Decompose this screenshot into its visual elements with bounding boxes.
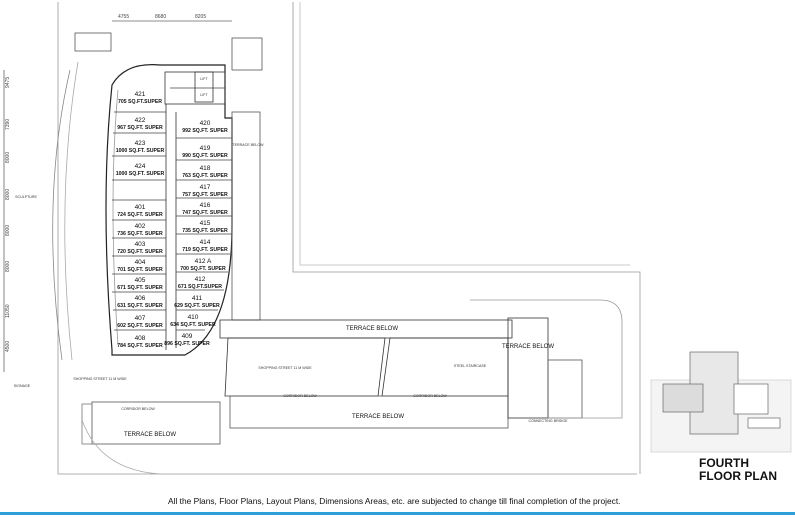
unit-area: 735 SQ.FT. SUPER	[182, 228, 228, 234]
corridor-below-label: CORRIDOR BELOW	[121, 407, 155, 411]
dimension-label: 8000	[5, 225, 11, 236]
unit-number: 417	[200, 184, 211, 191]
terrace-below-label: TERRACE BELOW	[352, 414, 404, 420]
lift-label: LIFT	[200, 93, 208, 97]
unit-area: 992 SQ.FT. SUPER	[182, 128, 228, 134]
unit-area: 784 SQ.FT. SUPER	[117, 343, 163, 349]
unit-number: 406	[135, 295, 146, 302]
dimension-label: 7390	[5, 119, 11, 130]
unit-number: 414	[200, 239, 211, 246]
key-plan	[650, 351, 792, 453]
shopping-street-label: SHOPPING STREET 11 M WIDE	[73, 377, 127, 381]
bottom-rule	[0, 512, 795, 515]
unit-number: 424	[135, 163, 146, 170]
plan-title-line: FLOOR PLAN	[699, 469, 777, 483]
unit-number: 411	[192, 295, 203, 302]
unit-number: 409	[182, 333, 193, 340]
disclaimer-text: All the Plans, Floor Plans, Layout Plans…	[168, 496, 621, 506]
steel-staircase-label: STEEL STAIRCASE	[454, 364, 487, 368]
unit-number: 415	[200, 220, 211, 227]
unit-area: 671 SQ.FT. SUPER	[117, 285, 163, 291]
signage-label: SIGNAGE	[14, 384, 31, 388]
unit-area: 724 SQ.FT. SUPER	[117, 212, 163, 218]
unit-number: 404	[135, 259, 146, 266]
unit-area: 631 SQ.FT. SUPER	[117, 303, 163, 309]
plan-title: FOURTH FLOOR PLAN	[699, 457, 777, 483]
unit-number: 403	[135, 241, 146, 248]
unit-area: 1000 SQ.FT. SUPER	[116, 148, 165, 154]
unit-number: 410	[188, 314, 199, 321]
terrace-below-label: TERRACE BELOW	[124, 432, 176, 438]
dimension-label: 8000	[5, 261, 11, 272]
dimension-label: 8000	[5, 152, 11, 163]
unit-area: 967 SQ.FT. SUPER	[117, 125, 163, 131]
dimension-label: 4755	[118, 14, 129, 20]
corridor-below-label: CORRIDOR BELOW	[283, 394, 317, 398]
unit-number: 408	[135, 335, 146, 342]
unit-number: 422	[135, 117, 146, 124]
unit-area: 602 SQ.FT. SUPER	[117, 323, 163, 329]
unit-area: 634 SQ.FT. SUPER	[170, 322, 216, 328]
unit-number: 421	[135, 91, 146, 98]
unit-area: 701 SQ.FT. SUPER	[117, 267, 163, 273]
dimension-label: 11050	[5, 304, 11, 318]
unit-area: 990 SQ.FT. SUPER	[182, 153, 228, 159]
unit-area: 720 SQ.FT. SUPER	[117, 249, 163, 255]
dimension-label: 8000	[5, 189, 11, 200]
unit-number: 405	[135, 277, 146, 284]
unit-number: 412	[195, 276, 206, 283]
shopping-street-label: SHOPPING STREET 11 M WIDE	[258, 366, 312, 370]
unit-area: 700 SQ.FT. SUPER	[180, 266, 226, 272]
plan-title-line: FOURTH	[699, 456, 749, 470]
unit-area: 896 SQ.FT. SUPER	[164, 341, 210, 347]
unit-number: 402	[135, 223, 146, 230]
unit-area: 736 SQ.FT. SUPER	[117, 231, 163, 237]
unit-area: 629 SQ.FT. SUPER	[174, 303, 220, 309]
dimension-label: 9475	[5, 77, 11, 88]
unit-area: 757 SQ.FT. SUPER	[182, 192, 228, 198]
unit-area: 747 SQ.FT. SUPER	[182, 210, 228, 216]
unit-number: 412 A	[195, 258, 212, 265]
terrace-below-label: TERRACE BELOW	[232, 143, 264, 147]
unit-number: 418	[200, 165, 211, 172]
dimension-label: 8205	[195, 14, 206, 20]
unit-number: 419	[200, 145, 211, 152]
connecting-bridge-label: CONNECTING BRIDGE	[529, 419, 569, 423]
terrace-below-label: TERRACE BELOW	[502, 344, 554, 350]
terrace-below-label: TERRACE BELOW	[346, 326, 398, 332]
unit-area: 763 SQ.FT. SUPER	[182, 173, 228, 179]
unit-area: 1000 SQ.FT. SUPER	[116, 171, 165, 177]
corridor-below-label: CORRIDOR BELOW	[413, 394, 447, 398]
unit-number: 420	[200, 120, 211, 127]
unit-area: 705 SQ.FT.SUPER	[118, 99, 162, 105]
dimension-label: 4500	[5, 341, 11, 352]
unit-number: 401	[135, 204, 146, 211]
unit-number: 423	[135, 140, 146, 147]
sculpture-label: SCULPTURE	[15, 195, 37, 199]
unit-number: 407	[135, 315, 146, 322]
unit-area: 671 SQ.FT.SUPER	[178, 284, 222, 290]
unit-number: 416	[200, 202, 211, 209]
lift-label: LIFT	[200, 77, 208, 81]
unit-area: 719 SQ.FT. SUPER	[182, 247, 228, 253]
dimension-label: 8680	[155, 14, 166, 20]
